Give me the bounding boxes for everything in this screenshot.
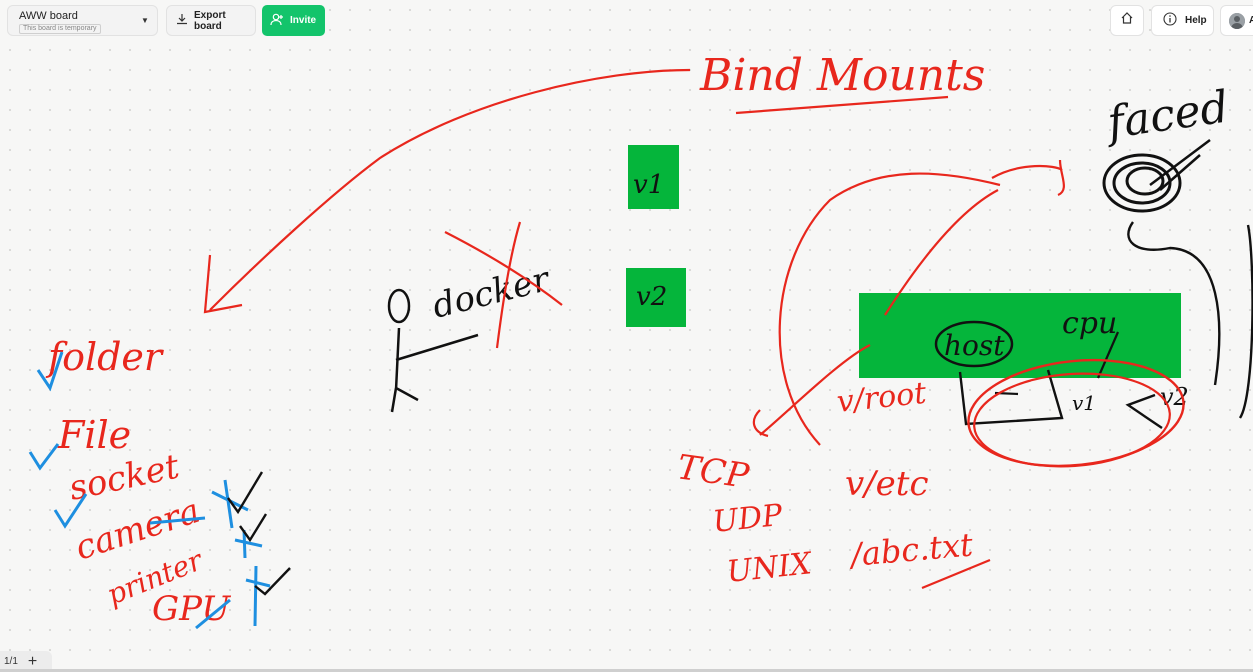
docker-label: docker xyxy=(429,259,555,327)
arrow-stroke xyxy=(209,68,691,311)
sticky-note-v1[interactable] xyxy=(628,145,679,209)
export-board-label: Export board xyxy=(194,9,226,32)
export-board-button[interactable]: Export board xyxy=(166,5,256,36)
cross-stroke xyxy=(234,529,263,559)
v1-small-label: v1 xyxy=(1072,391,1096,415)
scribble-stroke xyxy=(1125,166,1165,196)
sticky-note-host[interactable] xyxy=(859,293,1181,378)
folder-label: folder xyxy=(45,335,165,379)
download-icon xyxy=(176,13,188,28)
checkmark-stroke xyxy=(53,493,88,529)
plus-icon[interactable]: + xyxy=(27,652,38,670)
host-label: host xyxy=(944,329,1005,362)
board-selector[interactable]: AWW board This board is temporary ▼ xyxy=(7,5,158,36)
stick-figure-body xyxy=(390,327,479,413)
faced-label: faced xyxy=(1101,81,1231,149)
user-initial: A xyxy=(1249,15,1253,26)
connector-stroke xyxy=(884,189,999,316)
unix-label: UNIX xyxy=(725,546,815,590)
invite-label: Invite xyxy=(290,15,317,26)
board-name: AWW board xyxy=(19,10,78,22)
checkmark-stroke xyxy=(28,443,60,471)
file-label: File xyxy=(57,413,131,457)
home-icon xyxy=(1120,11,1134,30)
connector-stroke xyxy=(1057,159,1066,197)
v1-label: v1 xyxy=(633,170,664,200)
invite-button[interactable]: Invite xyxy=(262,5,325,36)
scribble-stroke xyxy=(1102,153,1182,213)
bind-mounts-label: Bind Mounts xyxy=(699,50,985,101)
box-stroke xyxy=(958,369,1064,426)
home-button[interactable] xyxy=(1110,5,1144,36)
abc-txt-label: /abc.txt xyxy=(846,525,974,574)
connector-stroke xyxy=(778,172,1001,446)
vetc-label: v/etc xyxy=(845,464,929,504)
cpu-label: cpu xyxy=(1062,306,1117,341)
user-menu-button[interactable]: A xyxy=(1220,5,1253,36)
arrow-head-stroke xyxy=(203,254,243,314)
help-button[interactable]: Help xyxy=(1151,5,1214,36)
page-count: 1/1 xyxy=(4,656,18,667)
checkmark-stroke xyxy=(36,351,64,392)
temporary-board-note: This board is temporary xyxy=(19,24,101,34)
bracket-stroke xyxy=(1125,393,1163,429)
underline-stroke xyxy=(735,95,949,115)
connector-stroke xyxy=(752,409,769,438)
stick-figure-head xyxy=(387,288,411,324)
udp-label: UDP xyxy=(711,498,785,540)
sticky-note-v2[interactable] xyxy=(626,268,686,327)
crossout-stroke xyxy=(495,221,522,349)
board-toolbar: AWW board This board is temporary ▼ Expo… xyxy=(7,5,325,36)
connector-stroke xyxy=(1238,224,1253,419)
help-label: Help xyxy=(1185,15,1207,26)
chevron-down-icon[interactable]: ▼ xyxy=(141,16,149,25)
info-icon xyxy=(1163,12,1177,29)
strike-stroke xyxy=(195,598,231,630)
host-circle xyxy=(934,320,1014,368)
scribble-stroke xyxy=(1149,139,1211,191)
tcp-label: TCP xyxy=(675,447,753,497)
cross-stroke xyxy=(245,565,271,627)
connector-stroke xyxy=(759,344,871,436)
vroot-label: v/root xyxy=(835,376,929,420)
add-user-icon xyxy=(270,13,284,29)
connector-stroke xyxy=(1127,221,1221,386)
strike-stroke xyxy=(149,516,206,525)
page-indicator: 1/1 + xyxy=(0,651,52,672)
checkmark-stroke xyxy=(254,567,291,596)
cpu-strike-stroke xyxy=(1096,331,1120,379)
avatar xyxy=(1229,12,1245,29)
connector-stroke xyxy=(991,164,1063,179)
checkmark-stroke xyxy=(227,471,264,515)
checkmark-stroke xyxy=(239,513,268,543)
scribble-stroke xyxy=(1112,161,1172,205)
scrollbar[interactable] xyxy=(0,669,1253,672)
underline-stroke xyxy=(921,558,991,590)
ellipse-stroke xyxy=(973,372,1171,468)
v2-label: v2 xyxy=(636,282,667,312)
whiteboard-canvas[interactable]: Bind Mounts folder File socket camera pr… xyxy=(0,0,1253,650)
